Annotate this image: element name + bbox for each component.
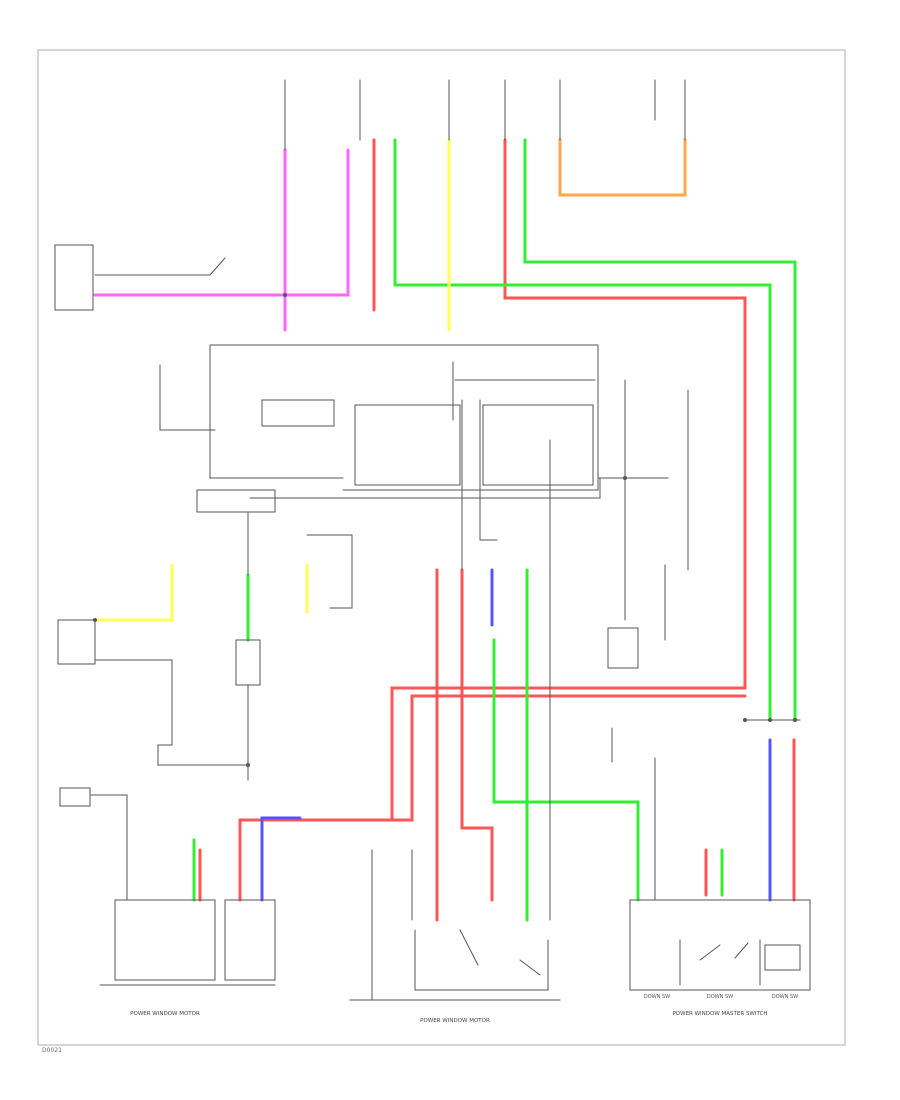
relay-bottom-bus xyxy=(249,477,601,499)
caption-switch-b: DOWN SW xyxy=(707,994,733,1000)
relay-connector xyxy=(196,489,276,513)
pink-wires xyxy=(93,148,350,332)
relay-inner-2 xyxy=(354,404,461,486)
relay-inner-3 xyxy=(482,404,594,486)
caption-switch-a: DOWN SW xyxy=(644,994,670,1000)
dot-6 xyxy=(623,476,627,480)
left-module xyxy=(54,244,94,311)
orange-wire xyxy=(558,138,687,197)
motor-center-contact xyxy=(459,929,541,976)
master-switch-box xyxy=(629,899,811,991)
diagram-border xyxy=(37,49,846,1046)
center-sensor xyxy=(235,639,261,686)
red-wire-top-to-right xyxy=(503,138,747,690)
connector-dots xyxy=(93,293,797,767)
dot-1 xyxy=(283,293,287,297)
dot-5 xyxy=(246,763,250,767)
left-lower-wire xyxy=(94,659,249,766)
yellow-wires xyxy=(93,138,451,622)
orange-wires xyxy=(558,138,687,197)
relay-inner-1 xyxy=(261,399,335,427)
red-wires xyxy=(198,138,796,922)
yellow-wire-left xyxy=(93,563,174,622)
motor-center-housing xyxy=(414,929,549,991)
relay-input xyxy=(159,364,216,431)
blue-wire-left xyxy=(260,816,302,902)
caption-left-bottom: POWER WINDOW MOTOR xyxy=(130,1011,200,1017)
motor-left-ground xyxy=(59,787,91,807)
left-lower-module xyxy=(57,619,96,665)
green-wires xyxy=(192,138,797,922)
caption-right-bottom: POWER WINDOW MASTER SWITCH xyxy=(672,1011,767,1017)
green-wire-to-switch xyxy=(492,638,640,902)
pink-wire-horizontal xyxy=(93,148,350,297)
motor-left-wire xyxy=(89,794,128,901)
green-wire-top-outer xyxy=(393,138,772,722)
green-wire-top-inner xyxy=(523,138,797,722)
dot-7 xyxy=(93,618,97,622)
master-switch-inner xyxy=(679,939,761,986)
mid-switch-box xyxy=(306,534,353,609)
diagram-footer-code: D0021 xyxy=(42,1047,62,1054)
master-switch-lamp xyxy=(764,944,801,971)
black-wires xyxy=(54,79,811,1001)
ground-module xyxy=(607,627,639,669)
relay-block-left xyxy=(209,344,344,479)
caption-switch-c: DOWN SW xyxy=(772,994,798,1000)
master-switch-wire xyxy=(611,727,656,901)
dot-3 xyxy=(768,718,772,722)
left-module-wire xyxy=(94,257,226,276)
red-wire-lower-loop-2 xyxy=(343,694,747,822)
dot-4 xyxy=(793,718,797,722)
relay-block-top xyxy=(209,344,599,491)
motor-left-switch xyxy=(224,899,276,981)
relay-drop-2 xyxy=(479,399,498,541)
relay-inner-4 xyxy=(452,361,596,421)
blue-wires xyxy=(260,568,772,902)
motor-left-housing xyxy=(114,899,216,981)
caption-center-bottom: POWER WINDOW MOTOR xyxy=(420,1018,490,1024)
red-wire-center-2 xyxy=(460,568,494,902)
dot-2 xyxy=(743,718,747,722)
